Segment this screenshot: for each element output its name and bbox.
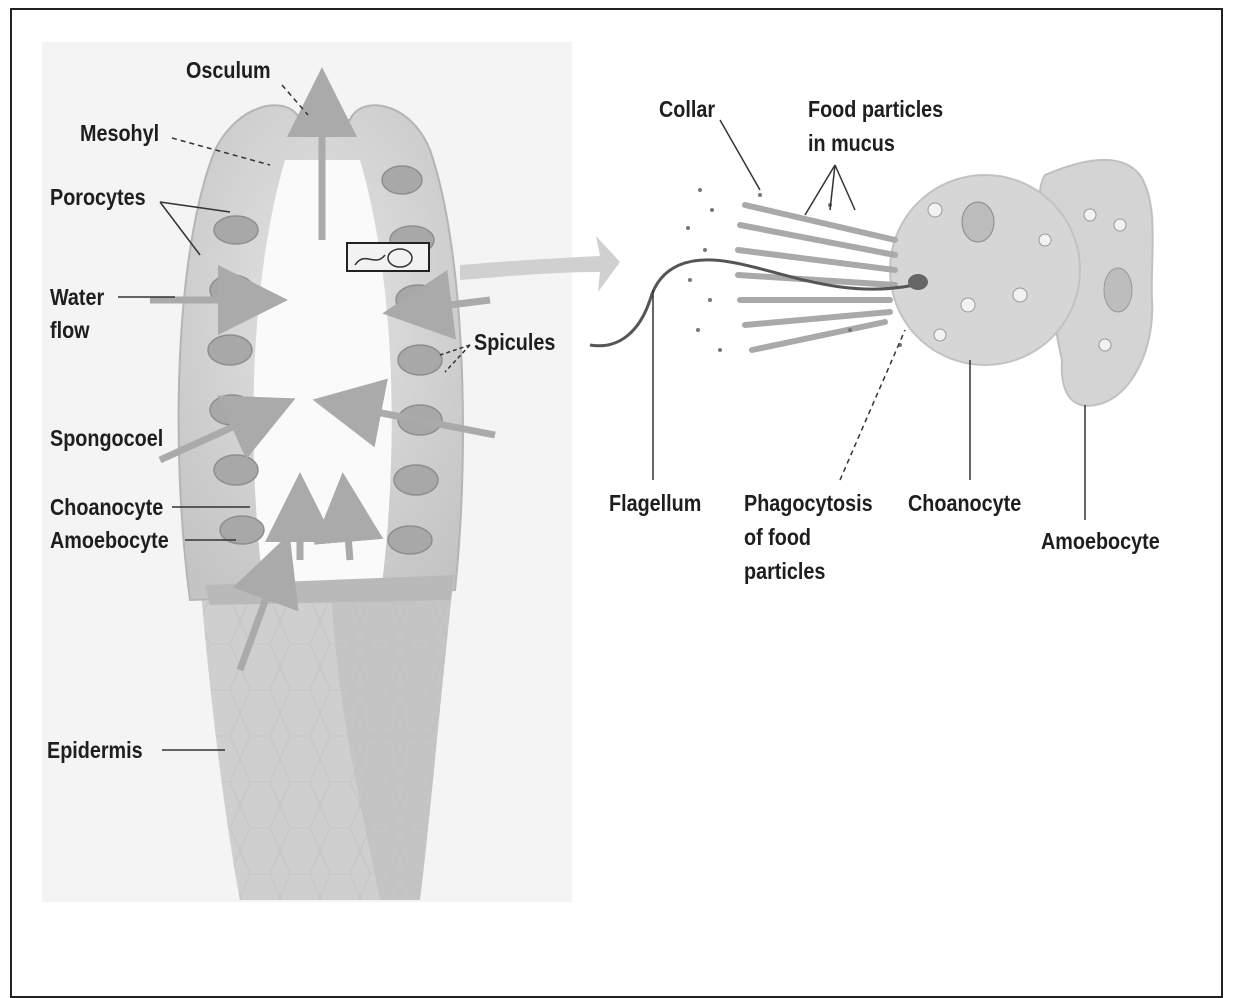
label-water-flow-line2: flow	[50, 314, 90, 347]
basal-body	[908, 274, 928, 290]
label-osculum: Osculum	[186, 54, 271, 87]
label-food-particles-line2: in mucus	[808, 127, 895, 160]
sponge-stalk	[200, 565, 455, 900]
label-phagocytosis-line2: of food	[744, 521, 811, 554]
choanocyte-cell	[890, 175, 1080, 365]
label-porocytes: Porocytes	[50, 181, 146, 214]
label-spongocoel: Spongocoel	[50, 422, 163, 455]
label-water-flow-line1: Water	[50, 281, 104, 314]
label-mesohyl: Mesohyl	[80, 117, 159, 150]
label-epidermis: Epidermis	[47, 734, 143, 767]
label-amoebocyte-right: Amoebocyte	[1041, 525, 1160, 558]
label-phagocytosis-line1: Phagocytosis	[744, 487, 873, 520]
label-choanocyte-right: Choanocyte	[908, 487, 1021, 520]
label-collar: Collar	[659, 93, 715, 126]
collar-microvilli	[738, 205, 895, 350]
label-choanocyte-left: Choanocyte	[50, 491, 163, 524]
label-phagocytosis-line3: particles	[744, 555, 825, 588]
label-amoebocyte-left: Amoebocyte	[50, 524, 169, 557]
label-food-particles-line1: Food particles	[808, 93, 943, 126]
label-flagellum: Flagellum	[609, 487, 701, 520]
label-spicules: Spicules	[474, 326, 555, 359]
